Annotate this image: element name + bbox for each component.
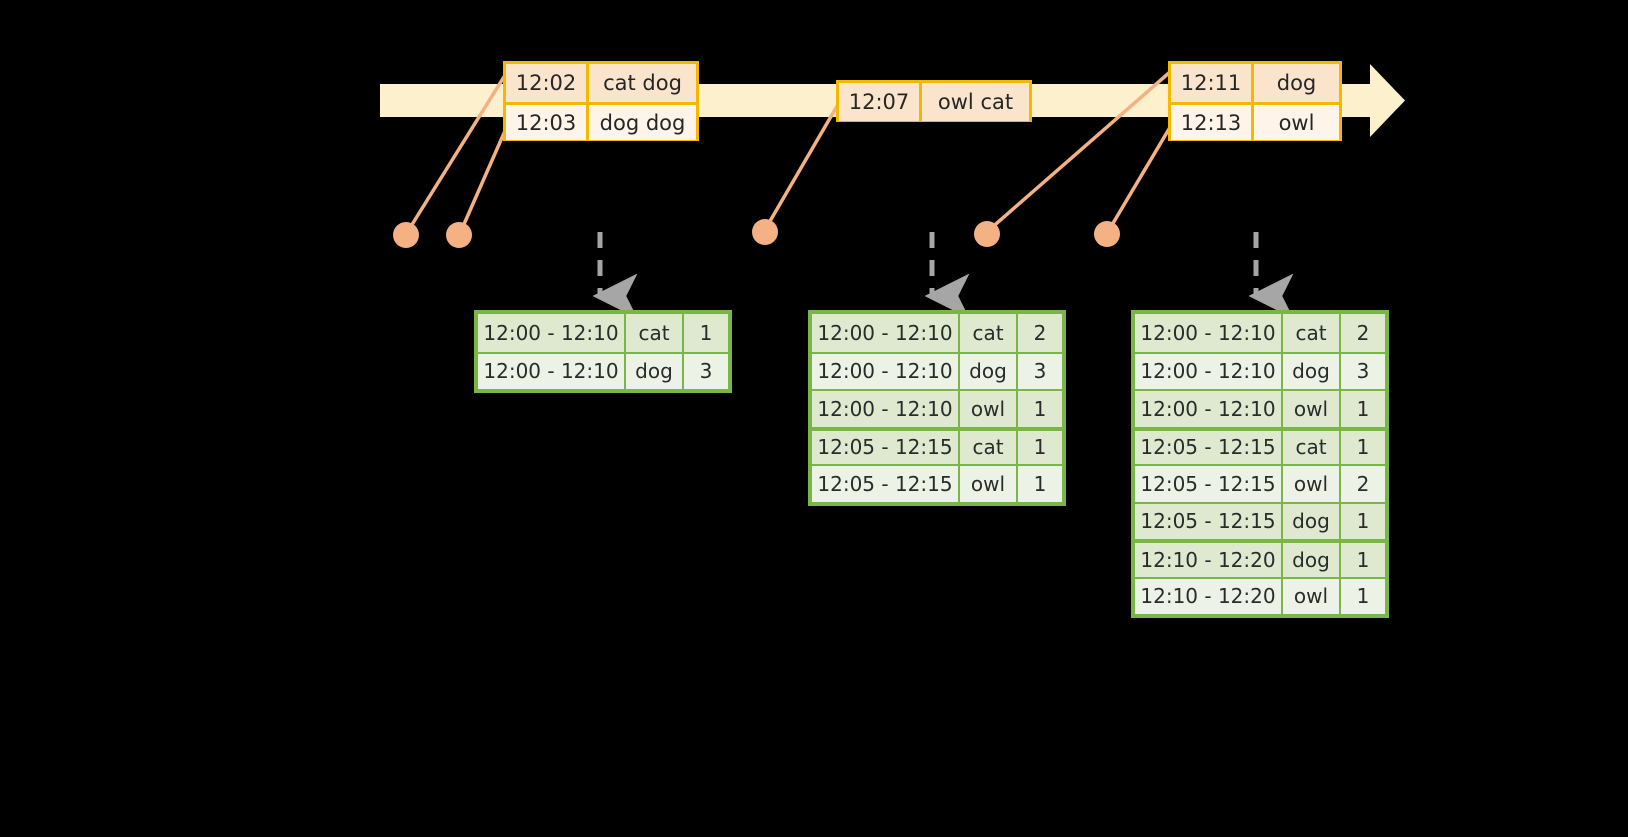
event-row: 12:11 dog (1171, 64, 1339, 102)
result-word: owl (960, 466, 1018, 502)
event-words: dog dog (599, 110, 686, 135)
result-count: 1 (1356, 435, 1370, 460)
event-group-1: 12:02 cat dog 12:03 dog dog (503, 61, 699, 141)
event-timestamp: 12:02 (506, 64, 589, 102)
result-window: 12:00 - 12:10 (478, 353, 626, 389)
event-timestamp: 12:03 (506, 105, 589, 140)
event-timestamp: 12:07 (839, 83, 922, 121)
result-count: 1 (1033, 471, 1047, 496)
result-word: dog (1283, 353, 1341, 389)
event-group-2: 12:07 owl cat (836, 80, 1032, 122)
result-word: dog (626, 353, 684, 389)
result-count: 3 (699, 359, 713, 384)
result-word: owl (1283, 578, 1341, 614)
result-window: 12:00 - 12:10 (812, 391, 960, 427)
result-window: 12:10 - 12:20 (1135, 543, 1283, 577)
event-words: owl (1278, 110, 1315, 135)
result-window: 12:05 - 12:15 (812, 430, 960, 464)
result-window: 12:00 - 12:10 (1135, 391, 1283, 427)
event-marker-dot (1094, 221, 1120, 247)
result-window: 12:05 - 12:15 (812, 466, 960, 502)
event-words: dog (1276, 71, 1317, 95)
event-marker-dot (974, 221, 1000, 247)
result-word: owl (1283, 466, 1341, 502)
event-marker-dot (752, 219, 778, 245)
result-window: 12:00 - 12:10 (812, 314, 960, 352)
result-window: 12:10 - 12:20 (1135, 578, 1283, 614)
result-window: 12:00 - 12:10 (478, 314, 626, 352)
result-count: 3 (1033, 359, 1047, 384)
connector-line-5 (1107, 122, 1174, 232)
result-count: 1 (1356, 547, 1370, 572)
result-count: 1 (1356, 396, 1370, 421)
result-word: cat (960, 430, 1018, 464)
event-marker-dot (393, 222, 419, 248)
result-word: cat (1283, 314, 1341, 352)
event-marker-dot (446, 222, 472, 248)
connector-line-1 (406, 70, 509, 233)
event-words: cat dog (603, 71, 682, 95)
event-timestamp: 12:11 (1171, 64, 1254, 102)
result-count: 1 (699, 320, 713, 345)
result-window: 12:00 - 12:10 (812, 353, 960, 389)
connector-line-2 (459, 122, 510, 233)
result-count: 1 (1033, 396, 1047, 421)
connector-line-3 (764, 99, 842, 230)
result-word: owl (1283, 391, 1341, 427)
event-words: owl cat (937, 90, 1014, 114)
result-count: 1 (1356, 584, 1370, 609)
result-word: cat (960, 314, 1018, 352)
result-count: 2 (1356, 471, 1370, 496)
result-word: dog (960, 353, 1018, 389)
result-window: 12:05 - 12:15 (1135, 503, 1283, 539)
event-row: 12:07 owl cat (839, 83, 1029, 121)
result-word: cat (626, 314, 684, 352)
event-row: 12:02 cat dog (506, 64, 696, 102)
timeline-arrowhead-icon (1370, 64, 1405, 137)
result-count: 1 (1356, 509, 1370, 534)
event-timestamp: 12:13 (1171, 105, 1254, 140)
result-window: 12:00 - 12:10 (1135, 353, 1283, 389)
result-count: 2 (1033, 320, 1047, 345)
result-word: cat (1283, 430, 1341, 464)
result-word: dog (1283, 543, 1341, 577)
event-row: 12:13 owl (1171, 102, 1339, 140)
result-window: 12:05 - 12:15 (1135, 466, 1283, 502)
result-count: 3 (1356, 359, 1370, 384)
result-window: 12:00 - 12:10 (1135, 314, 1283, 352)
result-window: 12:05 - 12:15 (1135, 430, 1283, 464)
result-count: 2 (1356, 320, 1370, 345)
event-row: 12:03 dog dog (506, 102, 696, 140)
result-word: owl (960, 391, 1018, 427)
event-group-3: 12:11 dog 12:13 owl (1168, 61, 1342, 141)
result-count: 1 (1033, 435, 1047, 460)
result-word: dog (1283, 503, 1341, 539)
